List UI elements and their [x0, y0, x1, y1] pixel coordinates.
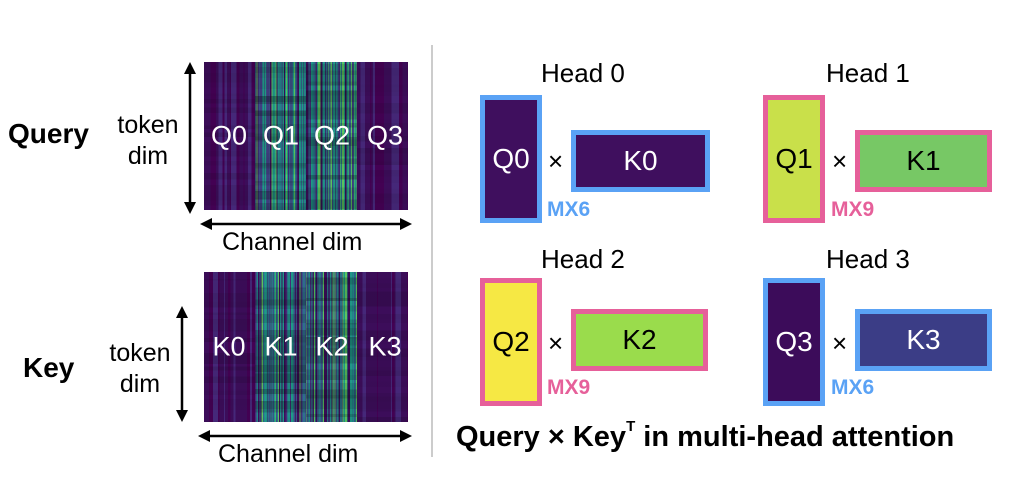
head-2-times: × [548, 328, 564, 358]
head-1-title: Head 1 [826, 58, 910, 88]
key-strip-1 [255, 272, 306, 422]
query-channel-arrow [200, 218, 412, 230]
head-2-query-box: Q2 [480, 278, 542, 406]
caption-transpose-sup: T [626, 418, 636, 436]
query-dim-word: dim [127, 142, 169, 170]
key-token-dim-label: token dim [100, 338, 180, 400]
query-strip-2 [306, 62, 357, 210]
head-2-key-label: K2 [622, 324, 657, 355]
key-label-k2: K2 [315, 331, 349, 362]
key-strip-2 [306, 272, 357, 422]
query-label-q2: Q2 [313, 120, 351, 151]
query-strip-1 [255, 62, 306, 210]
query-label-q1: Q1 [262, 120, 300, 151]
head-1-query-label: Q1 [775, 143, 813, 174]
head-2-format-label: MX9 [547, 376, 591, 399]
query-label-q0: Q0 [210, 120, 248, 151]
caption-post: in multi-head attention [635, 421, 955, 453]
figure-caption: Query × KeyT in multi-head attention [456, 418, 955, 454]
key-strip-0 [204, 272, 255, 422]
head-0-title: Head 0 [541, 58, 625, 88]
key-channel-arrow [198, 430, 412, 442]
query-channel-dim-label: Channel dim [222, 228, 363, 256]
head-0-key-label: K0 [623, 145, 658, 176]
query-heatmap: Q0 Q1 Q2 Q3 [204, 62, 408, 210]
key-token-word: token [109, 339, 171, 367]
key-channel-dim-label: Channel dim [218, 440, 359, 468]
query-label-q3: Q3 [366, 120, 404, 151]
head-3-times: × [832, 328, 848, 358]
key-label-k0: K0 [212, 331, 246, 362]
query-token-dim-label: token dim [108, 110, 188, 172]
query-token-word: token [117, 111, 179, 139]
head-3-format-label: MX6 [831, 376, 875, 399]
head-1-key-label: K1 [906, 145, 941, 176]
caption-pre: Query × Key [456, 421, 627, 453]
head-1-query-box: Q1 [763, 95, 825, 223]
head-3-key-label: K3 [906, 324, 941, 355]
head-2-title: Head 2 [541, 244, 625, 274]
head-0-format-label: MX6 [547, 198, 591, 221]
query-token-arrow [184, 62, 196, 214]
key-strip-3 [357, 272, 408, 422]
panel-divider [431, 45, 433, 457]
head-0-times: × [548, 146, 564, 176]
query-row-label: Query [8, 118, 89, 149]
key-label-k3: K3 [368, 331, 402, 362]
query-strip-0 [204, 62, 255, 210]
head-1-format-label: MX9 [831, 198, 875, 221]
key-token-arrow [176, 306, 188, 422]
head-0-query-label: Q0 [492, 143, 530, 174]
key-label-k1: K1 [264, 331, 298, 362]
head-2-key-box: K2 [571, 309, 708, 371]
head-1-times: × [832, 146, 848, 176]
head-3-query-box: Q3 [763, 278, 825, 406]
key-row-label: Key [23, 352, 75, 383]
head-0-key-box: K0 [571, 130, 710, 192]
query-strip-3 [357, 62, 408, 210]
head-2-query-label: Q2 [492, 326, 530, 357]
head-3-title: Head 3 [826, 244, 910, 274]
key-dim-word: dim [119, 370, 161, 398]
head-3-query-label: Q3 [775, 326, 813, 357]
head-3-key-box: K3 [855, 309, 992, 371]
key-heatmap: K0 K1 K2 K3 [204, 272, 408, 422]
head-0-query-box: Q0 [480, 95, 542, 223]
head-1-key-box: K1 [855, 130, 992, 192]
